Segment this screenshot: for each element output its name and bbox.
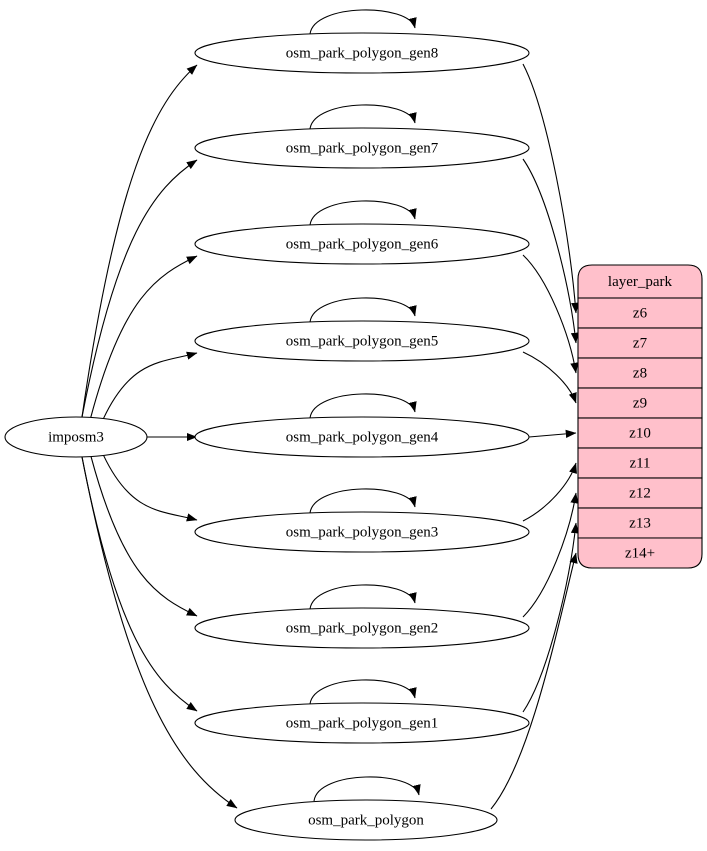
node-label-gen4: osm_park_polygon_gen4: [286, 429, 439, 445]
self-loop-gen7: [309, 104, 417, 130]
table-row-cell-z13[interactable]: [577, 507, 703, 539]
node-label-gen1: osm_park_polygon_gen1: [286, 715, 438, 731]
layer-park-table: layer_park z6 z7 z8 z9 z10 z11 z12 z13 z14+: [577, 264, 703, 569]
table-row-label-z9: z9: [633, 395, 647, 411]
self-loop-gen8: [309, 9, 417, 35]
node-gen2[interactable]: osm_park_polygon_gen2: [194, 607, 530, 649]
node-shape-imposm3: [4, 416, 148, 458]
node-gen3[interactable]: osm_park_polygon_gen3: [194, 511, 530, 553]
node-label-gen3: osm_park_polygon_gen3: [286, 524, 438, 540]
self-loop-gen2: [309, 584, 417, 610]
edges-layer: [81, 9, 580, 810]
table-row-label-z11: z11: [629, 455, 650, 471]
edge-gen6-to-z8: [522, 254, 579, 374]
table-row-cell-z6[interactable]: [577, 297, 703, 329]
self-loop-gen1: [309, 679, 417, 705]
node-label-imposm3: imposm3: [48, 429, 104, 445]
self-loop-base: [313, 776, 421, 802]
nodes-layer: imposm3 osm_park_polygon_gen8 osm_park_pol…: [4, 32, 530, 841]
self-loop-gen3: [309, 488, 417, 514]
node-shape-gen7: [194, 127, 530, 169]
edge-imposm3-to-base: [81, 456, 238, 809]
table-header-label: layer_park: [608, 274, 673, 290]
node-shape-gen4: [194, 416, 530, 458]
node-label-gen5: osm_park_polygon_gen5: [286, 333, 438, 349]
edge-base-to-z14+: [490, 552, 578, 810]
node-shape-gen8: [194, 32, 530, 74]
table-row-cell-z11[interactable]: [577, 447, 703, 479]
edge-gen2-to-z12: [522, 492, 579, 618]
edge-gen7-to-z7: [522, 158, 579, 344]
table-row-label-z14+: z14+: [625, 545, 655, 561]
edge-gen4-to-z10: [528, 429, 577, 438]
node-shape-gen1: [194, 702, 530, 744]
table-header-cell: [577, 264, 703, 299]
table-row-label-z7: z7: [633, 335, 648, 351]
table-row-cell-z12[interactable]: [577, 477, 703, 509]
node-label-gen2: osm_park_polygon_gen2: [286, 620, 438, 636]
node-gen1[interactable]: osm_park_polygon_gen1: [194, 702, 530, 744]
self-loop-gen5: [309, 297, 417, 323]
table-row-label-z13: z13: [629, 515, 651, 531]
node-shape-gen2: [194, 607, 530, 649]
table-row-label-z8: z8: [633, 365, 647, 381]
node-label-gen6: osm_park_polygon_gen6: [286, 236, 439, 252]
table-row-cell-z14+[interactable]: [577, 537, 703, 569]
node-label-gen7: osm_park_polygon_gen7: [286, 140, 439, 156]
node-label-gen8: osm_park_polygon_gen8: [286, 45, 438, 61]
node-label-base: osm_park_polygon: [308, 812, 424, 828]
node-gen4[interactable]: osm_park_polygon_gen4: [194, 416, 530, 458]
node-shape-gen5: [194, 320, 530, 362]
node-gen8[interactable]: osm_park_polygon_gen8: [194, 32, 530, 74]
edge-imposm3-to-gen3: [103, 455, 198, 522]
node-shape-gen6: [194, 223, 530, 265]
node-gen5[interactable]: osm_park_polygon_gen5: [194, 320, 530, 362]
table-row-label-z10: z10: [629, 425, 651, 441]
node-base[interactable]: osm_park_polygon: [234, 799, 498, 841]
edge-imposm3-to-gen7: [81, 159, 198, 418]
node-shape-base: [234, 799, 498, 841]
edge-gen5-to-z9: [522, 351, 577, 404]
self-loop-gen6: [309, 200, 417, 226]
node-imposm3[interactable]: imposm3: [4, 416, 148, 458]
edge-gen1-to-z13: [522, 522, 580, 713]
edge-gen3-to-z11: [522, 462, 577, 522]
edge-imposm3-to-gen6: [90, 255, 198, 418]
table-row-cell-z10[interactable]: [577, 417, 703, 449]
edge-imposm3-to-gen5: [102, 351, 198, 419]
self-loop-gen4: [309, 393, 417, 419]
node-gen6[interactable]: osm_park_polygon_gen6: [194, 223, 530, 265]
node-gen7[interactable]: osm_park_polygon_gen7: [194, 127, 530, 169]
node-shape-gen3: [194, 511, 530, 553]
edge-gen8-to-z6: [522, 63, 580, 314]
edge-imposm3-to-gen2: [90, 456, 198, 617]
table-row-label-z6: z6: [633, 305, 648, 321]
edge-imposm3-to-gen8: [81, 64, 198, 418]
table-row-label-z12: z12: [629, 485, 651, 501]
